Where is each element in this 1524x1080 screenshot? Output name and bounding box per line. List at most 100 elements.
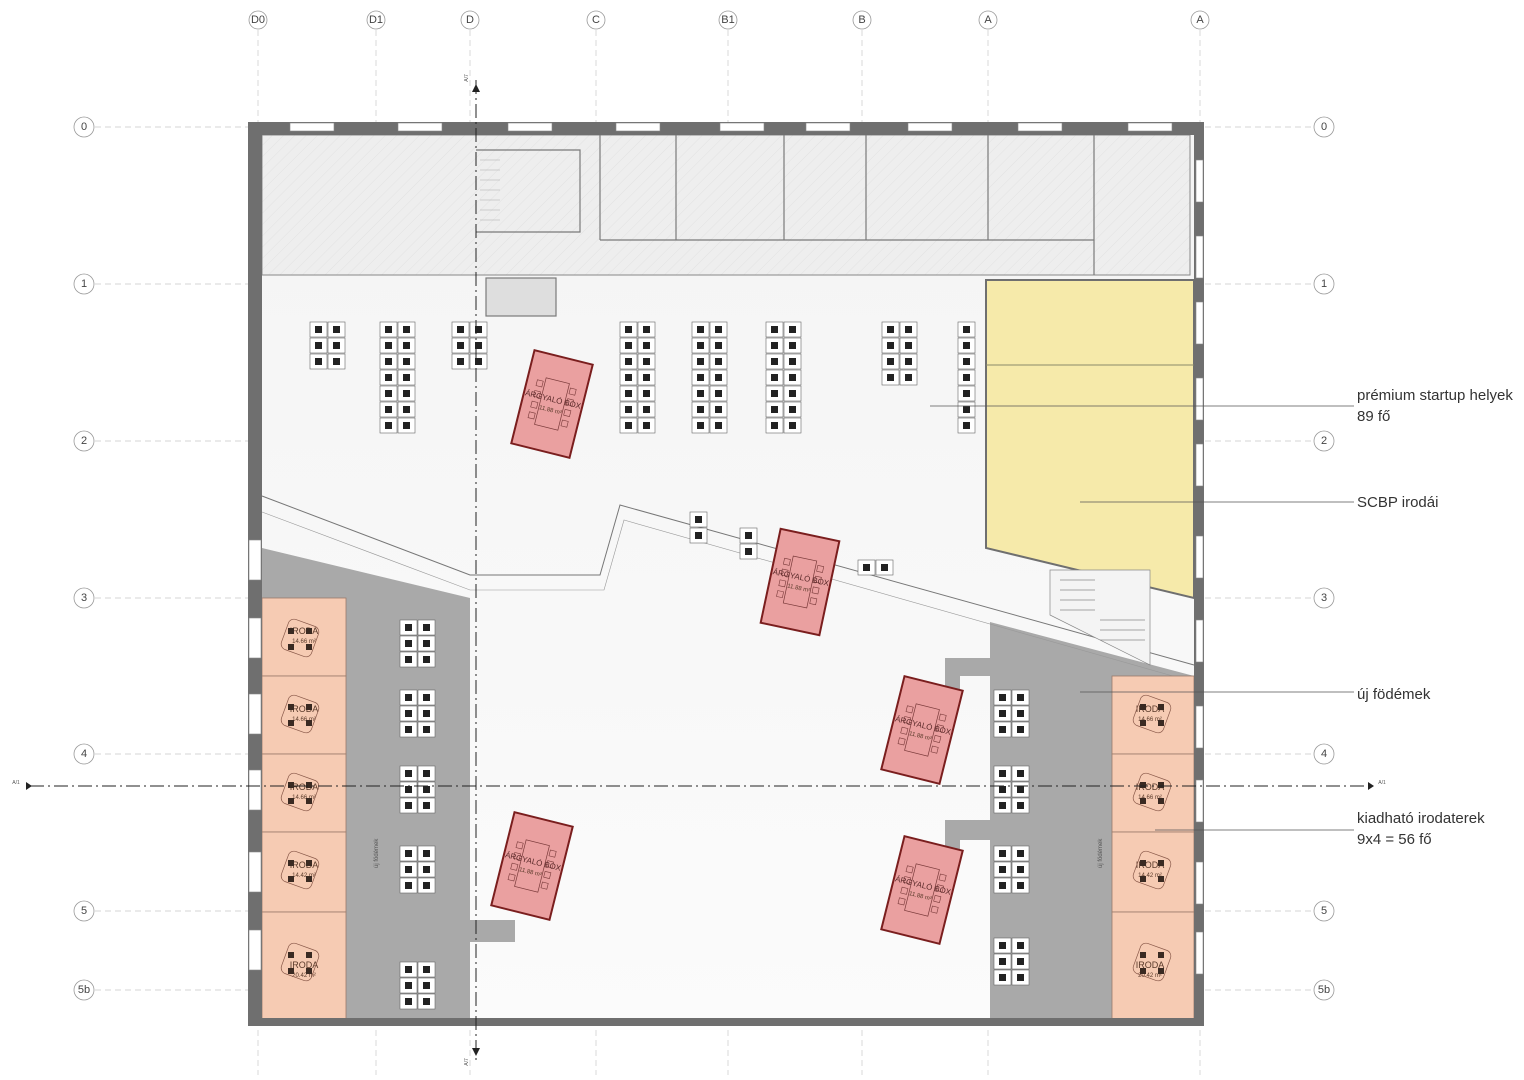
chair	[697, 358, 704, 365]
window	[507, 122, 553, 132]
chair	[625, 390, 632, 397]
chair	[697, 374, 704, 381]
chair	[457, 358, 464, 365]
column-marker-8: A	[1190, 10, 1210, 30]
chair	[315, 358, 322, 365]
chair	[905, 342, 912, 349]
desk-cluster	[881, 321, 918, 386]
desk-cluster	[399, 689, 436, 738]
chair	[405, 982, 412, 989]
chair	[771, 342, 778, 349]
chair	[789, 374, 796, 381]
chair	[789, 358, 796, 365]
chair	[1017, 974, 1024, 981]
row-marker-left-2: 1	[73, 273, 95, 295]
chair	[423, 802, 430, 809]
column-marker-5: B1	[718, 10, 738, 30]
window	[1195, 301, 1204, 345]
section-label-top: A/7	[464, 74, 470, 82]
room-name: IRODA	[290, 704, 319, 714]
chair	[715, 358, 722, 365]
desk-cluster	[993, 765, 1030, 814]
chair	[423, 656, 430, 663]
desk-cluster	[379, 321, 416, 434]
desk-cluster	[309, 321, 346, 370]
windows-right	[1195, 159, 1204, 975]
row-label: 5b	[1318, 984, 1330, 996]
slab-label-right: új födémek	[1098, 838, 1104, 868]
annotation-premium-line2: 89 fő	[1357, 408, 1391, 425]
window	[248, 617, 262, 659]
chair	[715, 326, 722, 333]
chair	[789, 390, 796, 397]
room-area: 14.66 m²	[292, 717, 316, 723]
chair	[887, 374, 894, 381]
row-marker-left-1: 0	[73, 116, 95, 138]
chair	[999, 802, 1006, 809]
chair	[405, 882, 412, 889]
chair	[1017, 942, 1024, 949]
window	[289, 122, 335, 132]
room-area: 14.66 m²	[1138, 795, 1162, 801]
scbp-office-zone	[985, 279, 1195, 600]
chair	[771, 406, 778, 413]
row-marker-right-2: 1	[1313, 273, 1335, 295]
chair	[405, 694, 412, 701]
annotation-rentable-line1: kiadható irodaterek	[1357, 810, 1485, 827]
row-label: 5	[81, 905, 87, 917]
chair	[423, 624, 430, 631]
chair	[1017, 786, 1024, 793]
row-marker-left-3: 2	[73, 430, 95, 452]
chair	[771, 374, 778, 381]
chair	[1017, 850, 1024, 857]
chair	[745, 548, 752, 555]
chair	[963, 390, 970, 397]
row-label: 0	[81, 121, 87, 133]
window	[248, 693, 262, 735]
chair	[963, 406, 970, 413]
chair	[475, 358, 482, 365]
window	[1195, 159, 1204, 203]
row-label: 2	[1321, 435, 1327, 447]
section-label-bottom: A/7	[464, 1058, 470, 1066]
chair	[789, 342, 796, 349]
row-label: 0	[1321, 121, 1327, 133]
annotation-rentable: kiadható irodaterek 9x4 = 56 fő	[1357, 808, 1485, 850]
column-label: A	[984, 14, 992, 26]
rentable-offices-right	[1111, 675, 1195, 1021]
window	[719, 122, 765, 132]
annotation-new-slab: új födémek	[1357, 684, 1430, 705]
chair	[697, 422, 704, 429]
desk-cluster	[993, 845, 1030, 894]
chair	[403, 406, 410, 413]
office-table	[1132, 942, 1172, 982]
chair	[405, 850, 412, 857]
row-label: 2	[81, 435, 87, 447]
new-slab-connector-1	[945, 658, 990, 690]
chair	[999, 974, 1006, 981]
chair	[405, 726, 412, 733]
column-marker-7: A	[978, 10, 998, 30]
row-marker-left-4: 3	[73, 587, 95, 609]
column-label: D0	[251, 14, 265, 26]
chair	[457, 342, 464, 349]
chair	[315, 326, 322, 333]
chair	[423, 850, 430, 857]
chair	[715, 374, 722, 381]
row-marker-left-6: 5	[73, 900, 95, 922]
chair	[963, 422, 970, 429]
chair	[771, 422, 778, 429]
chair	[999, 786, 1006, 793]
room-name: IRODA	[1136, 860, 1165, 870]
chair	[423, 640, 430, 647]
chair	[403, 390, 410, 397]
desk-cluster	[399, 961, 436, 1010]
chair	[475, 342, 482, 349]
chair	[999, 694, 1006, 701]
meeting-box-area: 11.88 m²	[908, 891, 932, 902]
chair	[695, 532, 702, 539]
chair	[789, 326, 796, 333]
